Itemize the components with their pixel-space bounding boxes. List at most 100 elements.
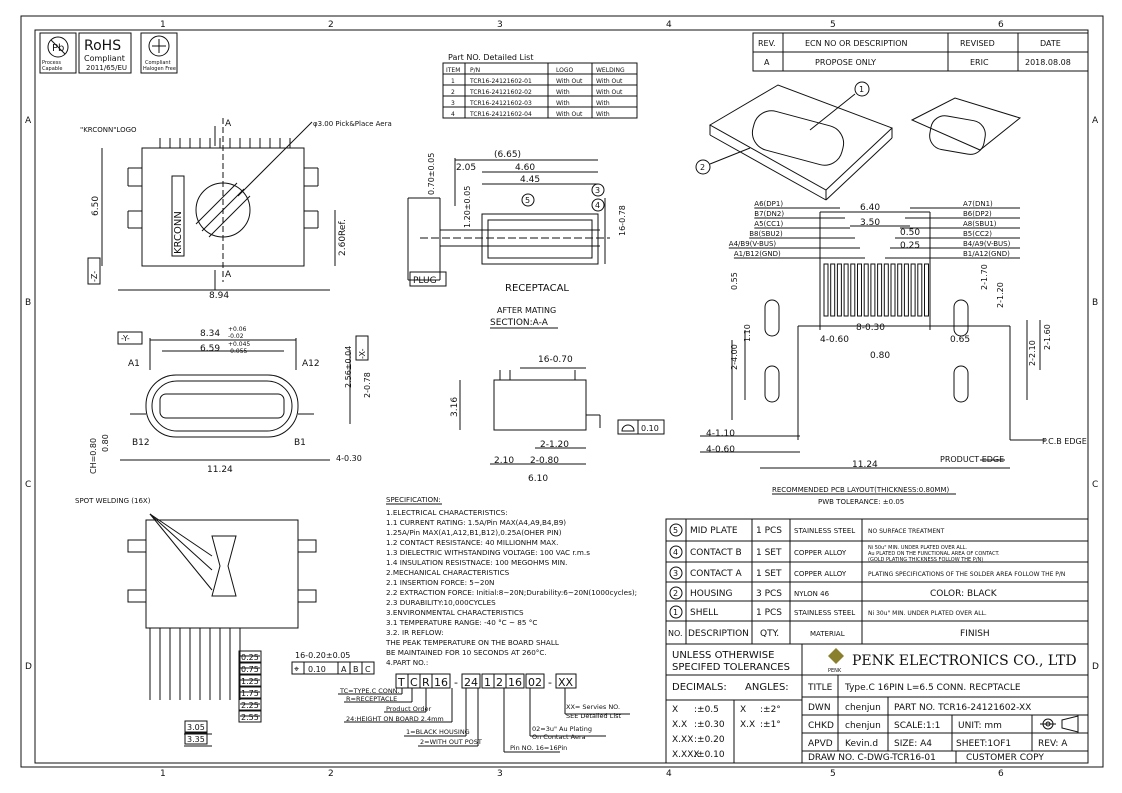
outer-border [20,15,1104,768]
bottom-dim: 3.35 [187,735,205,744]
bom-material: COPPER ALLOY [794,570,847,578]
part-no-note: 2=WITH OUT POST [420,738,482,746]
angle-key: X [740,705,746,715]
flatness-value: 0.10 [641,424,659,433]
pick-label: φ3.00 Pick&Place Aera [313,120,392,128]
tb-apvd-value: Kevin.d [845,739,878,749]
bom-header-qty: QTY. [760,629,779,639]
halogen-caption-1: Compliant [145,60,171,66]
grid-row-right: B [1092,298,1098,308]
pcb-title: RECOMMENDED PCB LAYOUT(THICKNESS:0.80MM) [772,486,949,494]
sec-dim-460: 4.60 [515,163,535,173]
bom-item-circle [669,605,683,619]
bom-finish: Ni 30u" MIN. UNDER PLATED OVER ALL. [868,610,987,617]
part-list-cell: With [596,111,610,118]
part-no-leaders [338,688,630,753]
plug-label: PLUG [413,276,437,286]
plug-box [409,271,447,287]
bom-material: STAINLESS STEEL [794,527,855,535]
bottom-dim-box [238,698,262,711]
tolerance-key: X [672,705,678,715]
logo-label: "KRCONN"LOGO [80,126,137,134]
pcb-pin-labels-left: A6(DP1)B7(DN2)A5(CC1)B8(SBU2)A4/B9(V-BUS… [728,200,865,259]
halogen-caption-2: Halogen Free [143,66,176,72]
side-dim-610: 6.10 [528,474,548,484]
spec-lines: 1.ELECTRICAL CHARACTERISTICS:1.1 CURRENT… [385,508,637,667]
iso-callout-2: 2 [700,163,705,172]
tb-copy: CUSTOMER COPY [966,753,1044,763]
spec-line: 4.PART NO.: [386,658,428,667]
pcb-dim-2120: 2-1.20 [996,282,1005,308]
tolerance-value: :±0.5 [694,705,719,715]
iso-callout-1: 1 [859,85,864,94]
pcb-pin-left: A5(CC1) [754,220,783,228]
pcb-pad [850,263,856,317]
side-dim-2080: 2-0.80 [530,456,559,466]
grid-row-right: D [1092,662,1099,672]
callout-4: 4 [595,201,600,210]
part-list-header: P/N [470,67,480,74]
grid-col-top: 6 [998,20,1004,30]
pcb-dim-065: 0.65 [950,335,970,345]
part-no-note: On Contact Aera [532,733,586,741]
pcb-pad [836,263,842,317]
pb-label: Pb [52,43,64,54]
pcb-pad [917,263,923,317]
tolerance-key: X.XX [672,735,693,745]
dim-894: 8.94 [209,291,229,301]
flatness-frame [617,419,665,435]
bom-qty: 1 PCS [756,608,782,618]
part-list-cell: TCR16-24121602-01 [469,78,532,85]
pcb-pin-right: B4/A9(V-BUS) [963,240,1011,248]
sec-dim-120: 1.20±0.05 [463,186,472,228]
grid-row-left: D [25,662,32,672]
dim-256: 2.56±0.04 [344,346,353,388]
rev-header-rev: REV. [758,39,776,48]
grid-row-right: A [1092,116,1099,126]
bom-desc: HOUSING [690,589,733,599]
pcb-pad [877,263,883,317]
bom-no: 1 [673,608,678,617]
pcb-pad [897,263,903,317]
tb-rev: REV: A [1038,739,1068,749]
rev-row-revised: ERIC [970,58,989,67]
section-a-top: A [225,119,232,129]
pcb-dim-050: 0.50 [900,228,920,238]
bom-desc: SHELL [690,608,718,618]
angle-value: :±2° [760,705,781,715]
dim-1124-front: 11.24 [207,465,233,475]
pcb-dim-055: 0.55 [730,272,739,290]
part-no-box [431,673,451,689]
pb-caption-1: Process [42,60,61,66]
pos-frame-symbol: ⌖ [294,665,299,675]
flatness-icon [621,424,635,432]
axis-z-box [87,257,101,285]
pcb-dim-2160: 2-1.60 [1043,324,1052,350]
rohs-line-2: 2011/65/EU [86,64,127,72]
dim-260: 2.60Ref. [338,219,348,256]
title-block [665,643,1089,764]
spec-line: 1.ELECTRICAL CHARACTERISTICS: [386,508,508,517]
tb-chkd-value: chenjun [845,721,881,731]
rev-header-revised: REVISED [960,39,995,48]
tb-unless: UNLESS OTHERWISE [672,650,774,661]
bom-no: 5 [673,526,678,535]
bom-qty: 1 SET [756,548,782,558]
dim-430: 4-0.30 [336,454,362,463]
pcb-layout [700,211,1045,469]
pcb-dim-1124: 11.24 [852,460,878,470]
tolerance-value: :±0.10 [694,750,725,760]
pcb-dim-640: 6.40 [860,203,880,213]
spec-line: THE PEAK TEMPERATURE ON THE BOARD SHALL [385,638,559,647]
tb-title-label: TITLE [807,683,833,693]
pcb-pin-left: B8(SBU2) [749,230,783,238]
pcb-dim-080: 0.80 [870,351,890,361]
bottom-dim-box [238,650,262,663]
part-list-cell: 3 [451,100,455,107]
bottom-dim: 3.05 [187,723,205,732]
spec-line: 1.4 INSULATION RESISTNACE: 100 MEGOHMS M… [386,558,567,567]
pcb-pad [903,263,909,317]
pcb-pad [857,263,862,317]
spec-line: 3.1 TEMPERATURE RANGE: -40 °C ~ 85 °C [386,618,537,627]
bom-finish-line: Au PLATED ON THE FUNCTIONAL AREA OF CONT… [868,551,1000,557]
